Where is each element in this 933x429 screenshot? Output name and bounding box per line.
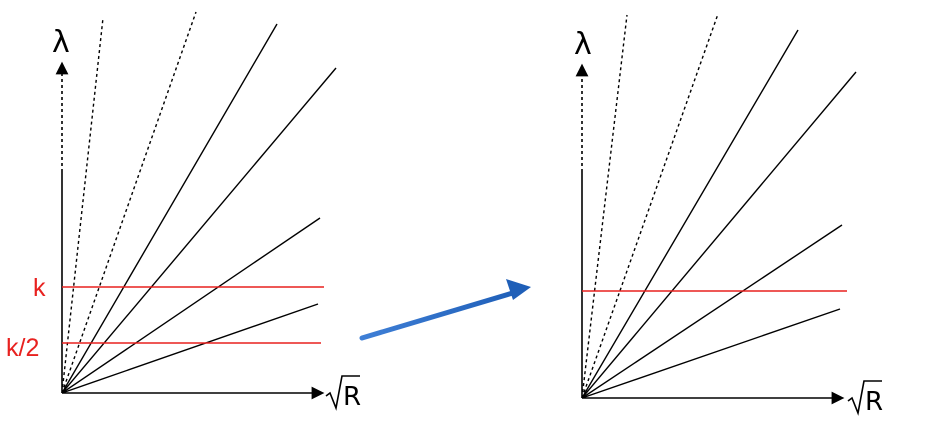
left-dashed-line-2 [61,11,197,394]
left-solid-line-2 [61,67,337,394]
right-solid-line-1 [581,29,799,399]
right-solid-line-3 [581,224,843,399]
left-solid-line-3 [61,217,321,394]
right-y-axis-label: λ [574,27,592,62]
right-solid-line-2 [581,71,857,399]
left-x-axis-label: R [325,375,361,412]
svg-text:R: R [865,387,883,417]
transition-arrow [359,279,531,341]
right-x-axis-label: R [847,380,883,417]
left-solid-line-1 [61,23,278,394]
svg-text:R: R [343,382,361,412]
left-sqrt-sign-icon [325,375,360,411]
left-panel: λ R k k/2 [6,11,361,412]
right-solid-line-4 [581,308,841,399]
right-dashed-line-2 [581,13,719,399]
right-panel: λ R [574,13,883,417]
right-sqrt-sign-icon [847,380,882,416]
level-label-k: k [33,274,46,302]
level-label-k-half: k/2 [6,334,39,362]
left-dashed-line-1 [61,17,104,394]
left-solid-line-4 [61,303,319,394]
left-y-axis-label: λ [52,25,70,60]
right-dashed-line-1 [581,14,628,399]
